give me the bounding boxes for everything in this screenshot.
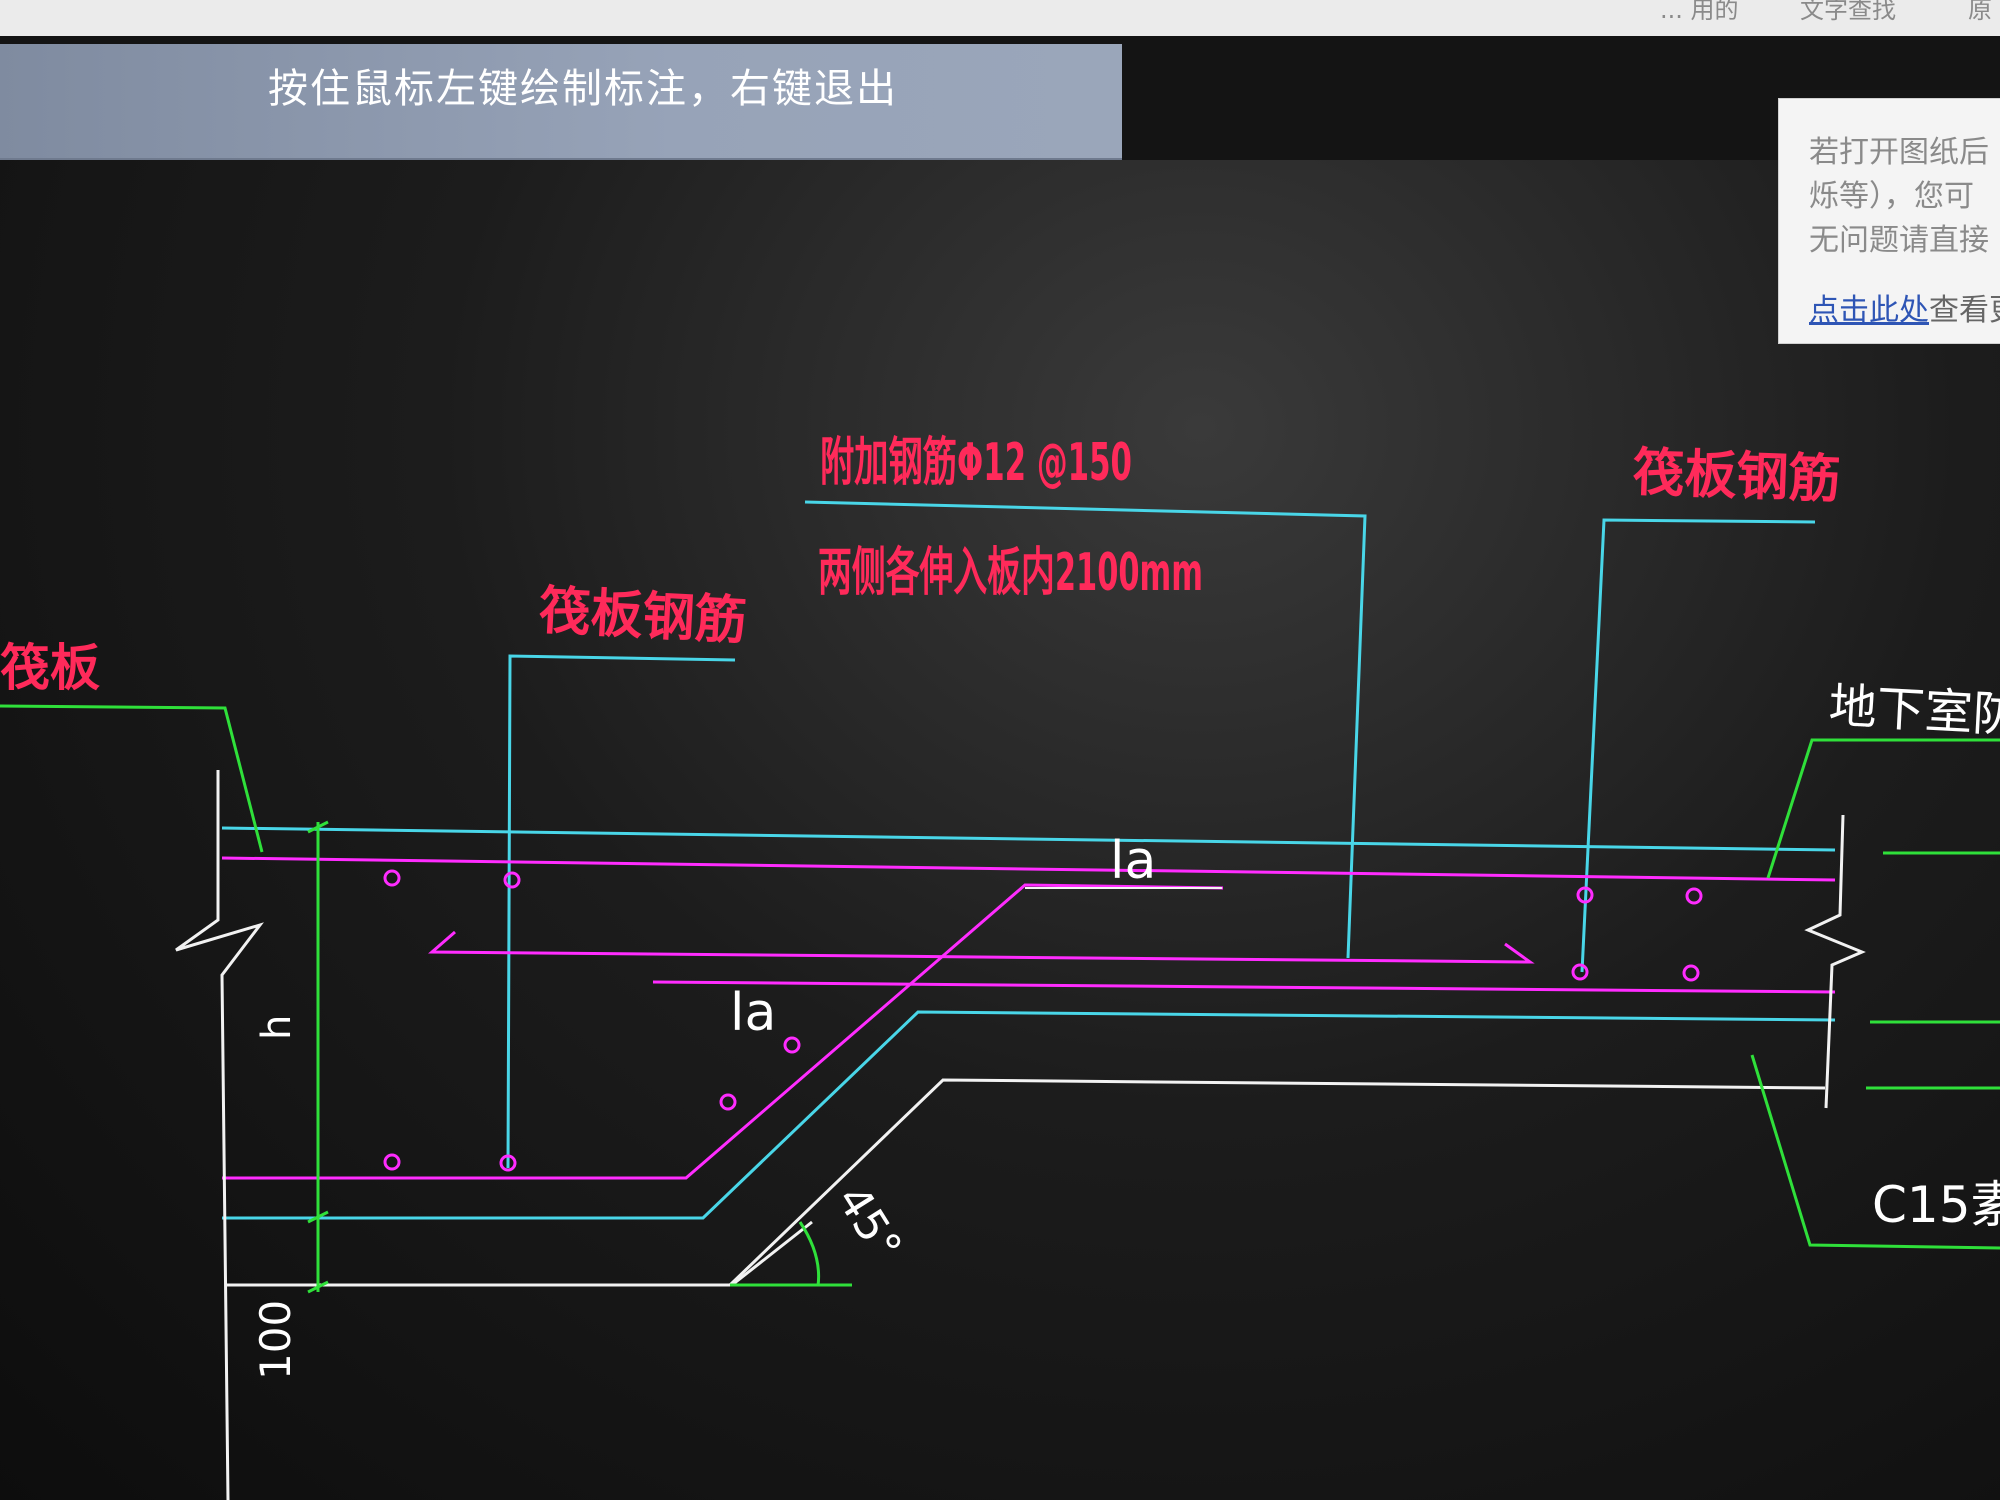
dim-tick (307, 1280, 329, 1294)
angle-arc (798, 1221, 821, 1287)
notice-panel: 若打开图纸后 烁等），您可 无问题请直接 点击此处查看更 (1778, 98, 2000, 344)
right-break-line (1804, 814, 1866, 1109)
notice-line-1: 若打开图纸后 (1809, 135, 1989, 170)
magenta-rebars (221, 856, 1836, 1180)
left-break-line (175, 770, 264, 1500)
hint-text: 按住鼠标左键绘制标注，右键退出 (268, 66, 898, 112)
label-c15-concrete: C15素砼 (1872, 1176, 2000, 1234)
label-la-bottom: la (730, 983, 776, 1043)
slab-lower-line (222, 1010, 1836, 1220)
rebar-dots (383, 869, 1703, 1172)
additional-rebar (428, 930, 1535, 964)
rebar-dot (1576, 886, 1594, 904)
rebar-dot (783, 1036, 801, 1054)
green-lines (0, 704, 2000, 1294)
label-extra-rebar-length: 两侧各伸入板内2100mm (818, 543, 1203, 603)
raft-rebar-leader-right (1580, 518, 1816, 973)
label-45-degrees: 45° (827, 1177, 912, 1270)
label-basement-slab: 地下室防水板 (1827, 678, 2000, 749)
lower-rebar-right (652, 980, 1836, 994)
label-la-top: la (1110, 831, 1156, 891)
rebar-dot (499, 1154, 517, 1172)
notice-line-2: 烁等），您可 (1809, 179, 1974, 214)
rebar-dot (383, 869, 401, 887)
top-rebar (221, 856, 1836, 882)
rebar-dot (1571, 963, 1589, 981)
slab-top-line (221, 826, 1836, 852)
menu-item-text-search[interactable]: 文字查找 (1800, 0, 1896, 24)
hint-bar (0, 44, 1122, 160)
rebar-dot (503, 871, 521, 889)
c15-leader (1750, 1054, 2000, 1250)
label-h: h (254, 1015, 300, 1040)
rebar-dot (1682, 964, 1700, 982)
label-100: 100 (251, 1300, 300, 1380)
cyan-slab-lines (221, 826, 1836, 1220)
menu-item-partial-right[interactable]: 原 (1968, 0, 1992, 24)
menu-item-partial[interactable]: ... 用的 (1660, 0, 1739, 24)
notice-link-row: 点击此处查看更 (1809, 285, 2000, 329)
label-raft-rebar-left: 筏板钢筋 (537, 581, 748, 652)
label-raft-left: 筏板 (0, 639, 100, 697)
click-here-link[interactable]: 点击此处 (1809, 293, 1929, 328)
bent-rebar (222, 883, 1224, 1180)
extra-rebar-leader (804, 500, 1367, 959)
notice-link-suffix: 查看更 (1929, 293, 2000, 328)
label-raft-rebar-right: 筏板钢筋 (1632, 443, 1842, 510)
label-extra-rebar-spec: 附加钢筋Φ12 @150 (820, 433, 1132, 493)
rebar-dot (383, 1153, 401, 1171)
angle-leg (731, 1220, 813, 1287)
white-outline (175, 770, 1866, 1500)
raft-rebar-leader-left (506, 654, 736, 1169)
dim-tick (307, 1210, 329, 1224)
rebar-dot (719, 1093, 737, 1111)
dim-tick (307, 820, 329, 834)
notice-line-3: 无问题请直接 (1809, 223, 1989, 258)
top-menubar: ... 用的 文字查找 原 (0, 0, 2000, 36)
cyan-leader-lines (506, 500, 1816, 1169)
raft-label-leader (0, 704, 264, 853)
bottom-outline (225, 1078, 1826, 1287)
basement-label-leader (1766, 738, 2000, 879)
rebar-dot (1685, 887, 1703, 905)
